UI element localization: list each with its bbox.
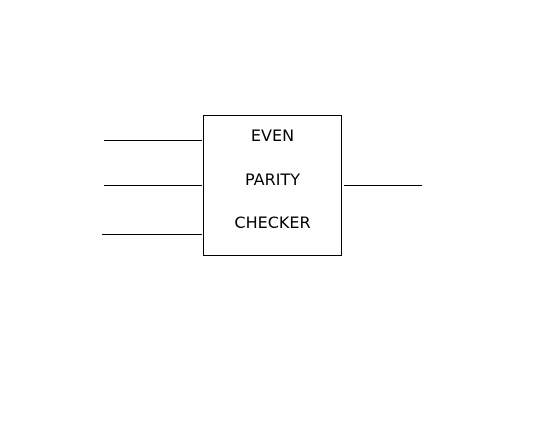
output-wire xyxy=(344,185,422,186)
block-label-line-3: CHECKER xyxy=(234,213,311,232)
even-parity-checker-block: EVEN PARITY CHECKER xyxy=(203,115,342,256)
block-label-line-1: EVEN xyxy=(250,126,295,145)
input-wire-2 xyxy=(104,185,202,186)
input-wire-1 xyxy=(104,140,202,141)
input-wire-3 xyxy=(102,234,202,235)
block-label-line-2: PARITY xyxy=(245,170,300,189)
